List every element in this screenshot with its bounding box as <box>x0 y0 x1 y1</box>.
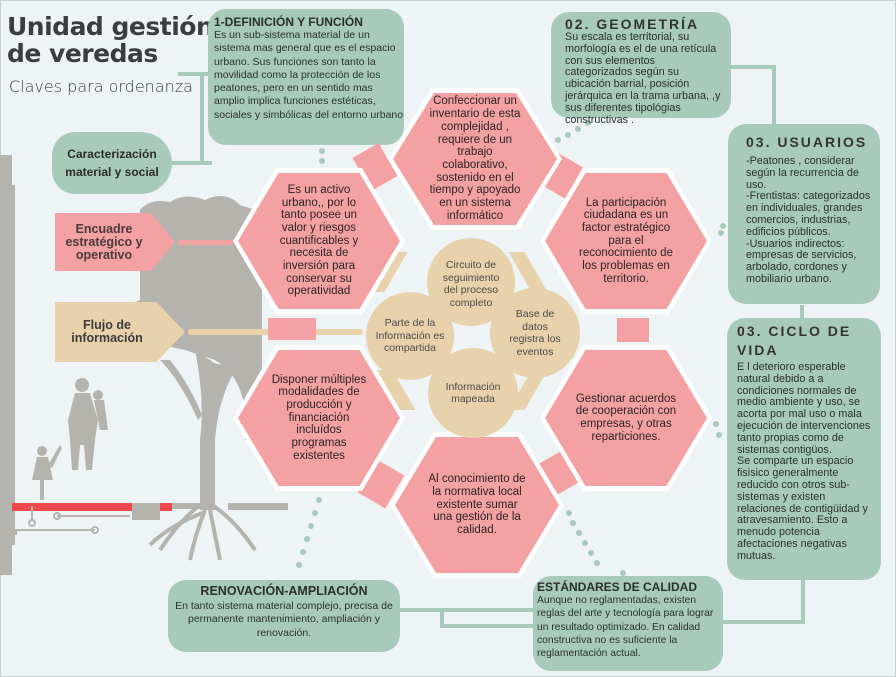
page-subtitle: Claves para ordenanza <box>9 77 193 96</box>
connector-line <box>720 620 805 624</box>
definition-text: Es un sub-sistema material de un sistema… <box>214 29 404 121</box>
connector-line <box>200 72 204 164</box>
connector-line <box>800 305 804 321</box>
dot <box>570 520 576 526</box>
dot <box>308 523 314 529</box>
dot <box>312 510 318 516</box>
hexagon-financing-text: Disponer múltiples modalidades de produc… <box>271 373 367 462</box>
dot <box>566 510 572 516</box>
dot <box>716 432 722 438</box>
title-line-2: de veredas <box>7 39 158 68</box>
dot <box>316 497 322 503</box>
strategic-framework-arrow: Encuadre estratégico y operativo <box>55 213 175 271</box>
dot <box>620 570 626 576</box>
strategic-line-1: Encuadre <box>75 221 133 236</box>
dot <box>319 158 325 164</box>
renovation-title: RENOVACIÓN-AMPLIACIÓN <box>200 584 368 598</box>
dot <box>304 536 310 542</box>
circle-mapped-information: Información mapeada <box>428 348 518 438</box>
connector-line <box>400 608 538 612</box>
hexagon-cooperation: Gestionar acuerdos de cooperación con em… <box>540 345 712 491</box>
life-cycle-title: 03. CICLO DE VIDA <box>737 323 852 358</box>
hexagon-regulation-text: Al conocimiento de la normativa local ex… <box>428 473 526 537</box>
renovation-box: RENOVACIÓN-AMPLIACIÓN En tanto sistema m… <box>168 580 400 652</box>
circle-database: Base de datos registra los eventos <box>490 288 580 378</box>
dot <box>594 560 600 566</box>
geometry-title: 02. GEOMETRÍA <box>565 16 700 32</box>
renovation-text: En tanto sistema material complejo, prec… <box>175 600 393 639</box>
dot <box>720 223 726 229</box>
connector-line <box>801 578 805 622</box>
characterization-line-1: Caracterización <box>67 147 157 161</box>
pipes-icon <box>12 503 288 534</box>
dot <box>582 540 588 546</box>
characterization-label: Caracterización material y social <box>52 132 172 194</box>
dot <box>576 530 582 536</box>
quality-standards-box: ESTÁNDARES DE CALIDAD Aunque no reglamen… <box>533 576 723 671</box>
hex-connector <box>268 318 316 340</box>
hexagon-citizen-participation-text: La participación ciudadana es un factor … <box>579 196 673 285</box>
users-text: -Peatones , considerar según la recurren… <box>746 155 871 285</box>
connector-line <box>440 608 444 626</box>
hexagon-cooperation-text: Gestionar acuerdos de cooperación con em… <box>575 392 677 443</box>
connector-line <box>440 624 538 628</box>
connector-line <box>772 65 776 125</box>
flow-line-2: información <box>71 331 143 345</box>
quality-standards-title: ESTÁNDARES DE CALIDAD <box>537 580 698 594</box>
circle-shared-information-text: Parte de la Información es compartida <box>375 317 445 355</box>
strategic-line-2: estratégico y <box>65 234 143 249</box>
hexagon-inventory-text: Confeccionar un inventario de esta compl… <box>429 95 521 222</box>
building-icon <box>0 155 17 575</box>
circle-database-text: Base de datos registra los eventos <box>509 308 561 358</box>
circle-process-tracking-text: Circuito de seguimiento del proceso comp… <box>442 259 500 309</box>
quality-standards-text: Aunque no reglamentadas, existen reglas … <box>537 595 714 660</box>
geometry-box: 02. GEOMETRÍA Su escala es territorial, … <box>551 12 731 126</box>
definition-box: 1-DEFINICIÓN Y FUNCIÓN Es un sub-sistema… <box>208 9 404 145</box>
users-title: 03. USUARIOS <box>746 134 868 150</box>
flow-line-1: Flujo de <box>83 318 131 332</box>
strategic-connector <box>178 240 233 245</box>
hexagon-regulation: Al conocimiento de la normativa local ex… <box>390 432 564 578</box>
hexagon-citizen-participation: La participación ciudadana es un factor … <box>540 168 712 314</box>
dot <box>565 132 571 138</box>
circle-mapped-information-text: Información mapeada <box>445 380 501 406</box>
page-title: Unidad gestión de veredas <box>7 12 214 68</box>
dot <box>713 421 719 427</box>
characterization-line-2: material y social <box>65 165 159 179</box>
strategic-line-3: operativo <box>75 247 133 262</box>
hexagon-inventory: Confeccionar un inventario de esta compl… <box>388 88 562 230</box>
dot <box>319 148 325 154</box>
definition-title: 1-DEFINICIÓN Y FUNCIÓN <box>214 15 363 29</box>
life-cycle-box: 03. CICLO DE VIDA E l deterioro esperabl… <box>727 318 881 580</box>
dot <box>585 120 591 126</box>
connector-line <box>172 161 212 165</box>
dot <box>575 126 581 132</box>
dot <box>300 549 306 555</box>
dot <box>555 137 561 143</box>
title-line-1: Unidad gestión <box>7 12 214 41</box>
dot <box>296 562 302 568</box>
hex-connector <box>617 318 649 342</box>
information-flow-arrow: Flujo de información <box>55 302 185 362</box>
geometry-text: Su escala es territorial, su morfología … <box>565 31 721 126</box>
life-cycle-text: E l deterioro esperable natural debido a… <box>737 361 871 562</box>
dot <box>588 550 594 556</box>
connector-line <box>178 72 212 76</box>
users-box: 03. USUARIOS -Peatones , considerar segú… <box>728 124 880 304</box>
hexagon-urban-asset-text: Es un activo urbano,, por lo tanto posee… <box>279 183 359 298</box>
dot <box>718 230 724 236</box>
people-silhouette-icon <box>32 378 108 500</box>
